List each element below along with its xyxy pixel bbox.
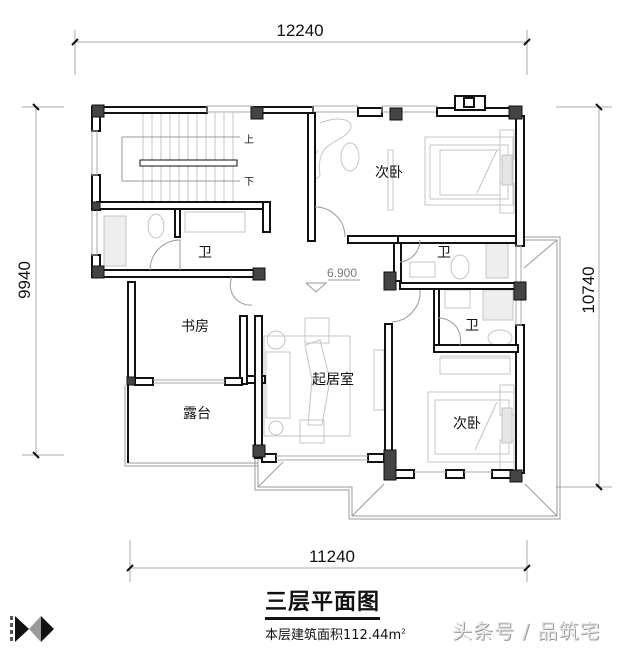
stair-down-label: 下 xyxy=(244,177,254,188)
dimension-top xyxy=(71,30,531,75)
watermark-text: 头条号 / 品筑宅 xyxy=(452,619,601,643)
room-label-living: 起居室 xyxy=(312,371,354,388)
room-label-bedroom-bottom: 次卧 xyxy=(453,416,481,432)
area-label: 本层建筑面积 xyxy=(265,628,344,643)
elevation-label: 6.900 xyxy=(327,266,357,280)
walls xyxy=(91,95,525,479)
area-value: 112.44 xyxy=(343,628,389,643)
drawing-title-block: 三层平面图 本层建筑面积112.44m2 xyxy=(265,590,445,643)
room-label-bedroom-top: 次卧 xyxy=(375,165,403,181)
stair-up-label: 上 xyxy=(244,134,254,146)
room-label-bath-right: 卫 xyxy=(465,318,479,334)
drawing-area: 本层建筑面积112.44m2 xyxy=(265,624,445,643)
dimension-bottom-value: 11240 xyxy=(309,547,355,566)
drawing-title: 三层平面图 xyxy=(265,590,381,620)
brand-logo-icon xyxy=(10,616,54,642)
stair-arrows xyxy=(121,136,240,182)
dimension-right-value: 10740 xyxy=(579,266,598,313)
dimension-bottom xyxy=(126,540,531,582)
room-label-bath-left: 卫 xyxy=(198,245,212,261)
columns xyxy=(91,104,527,483)
dimension-left-value: 9940 xyxy=(15,261,34,299)
room-label-bath-mid: 卫 xyxy=(437,245,451,261)
elevation-marker xyxy=(305,279,360,293)
room-label-study: 书房 xyxy=(181,319,209,335)
dimension-top-value: 12240 xyxy=(276,21,323,40)
room-label-terrace: 露台 xyxy=(183,406,211,422)
area-unit: m xyxy=(388,628,402,643)
dimension-right xyxy=(556,103,612,491)
area-unit-sup: 2 xyxy=(401,627,406,636)
door-swings xyxy=(149,206,462,346)
furniture xyxy=(103,113,515,471)
dimension-left xyxy=(22,103,64,459)
stair-treads xyxy=(142,113,234,205)
